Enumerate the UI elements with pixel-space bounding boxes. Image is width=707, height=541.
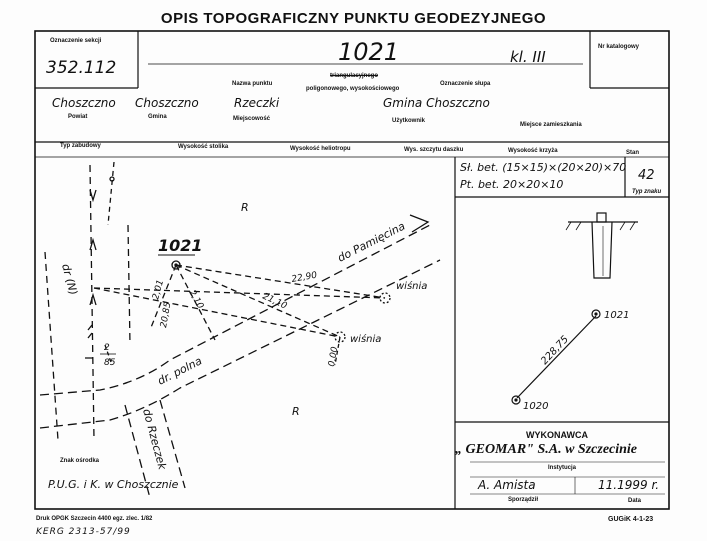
tree-label-1: wiśnia	[396, 280, 427, 292]
gmina-label: Gmina	[148, 114, 167, 120]
sekcja-value: 352.112	[46, 58, 117, 78]
sporzadzil-label: Sporządził	[508, 497, 539, 503]
diagram-point-b: 1020	[523, 401, 548, 412]
page-title: OPIS TOPOGRAFICZNY PUNKTU GEODEZYJNEGO	[160, 10, 547, 27]
uzytkownik-value: Gmina Choszczno	[383, 96, 490, 110]
typ-znaku-label: Typ znaku	[632, 189, 662, 195]
pt-bet-value: Pt. bet. 20×20×10	[460, 178, 564, 191]
miejscowosc-value: Rzeczki	[234, 96, 280, 110]
dist-label-3: 20,85	[159, 301, 173, 328]
stan-label: Stan	[626, 150, 640, 156]
wys-szczytu-label: Wys. szczytu daszku	[404, 147, 464, 153]
typ-znaku-value: 42	[638, 168, 655, 183]
road-label-polna: dr. polna	[155, 354, 204, 387]
druk-note: Druk OPGK Szczecin 4400 egz. zlec. 1/82	[36, 516, 153, 522]
powiat-value: Choszczno	[52, 96, 116, 110]
znak-osrodka-value: P.U.G. i K. w Choszcznie	[48, 478, 179, 491]
wys-stolika-label: Wysokość stolika	[178, 144, 229, 150]
dist-label-2: 2,10	[186, 289, 205, 312]
map-point-label: 1021	[158, 236, 203, 255]
instytucja-label: Instytucja	[548, 465, 577, 471]
wys-krzyza-label: Wysokość krzyża	[508, 148, 558, 154]
katalog-label: Nr katalogowy	[598, 44, 640, 50]
sekcja-label: Oznaczenie sekcji	[50, 38, 102, 44]
wys-heliotropu-label: Wysokość heliotropu	[290, 146, 351, 152]
firma-name: „ GEOMAR" S.A. w Szczecinie	[455, 442, 638, 457]
dist-label-6: 0,00	[327, 346, 340, 368]
road-label-n: dr (N)	[59, 262, 80, 296]
area-label-r1: R	[241, 201, 249, 214]
area-label-r2: R	[292, 405, 300, 418]
powiat-label: Powiat	[68, 114, 88, 120]
kerg-number: KERG 2313-57/99	[36, 527, 131, 537]
sporzadzil-value: A. Amista	[478, 478, 536, 492]
nazwa-punktu-label: Nazwa punktu	[232, 81, 273, 87]
monument-diagram	[565, 212, 638, 279]
typ-zabudowy-label: Typ zabudowy	[60, 143, 101, 149]
uzytkownik-label: Użytkownik	[392, 118, 426, 124]
diagram-distance: 228,75	[539, 334, 571, 367]
znak-osrodka-label: Znak ośrodka	[60, 458, 100, 464]
dist-label-7b: 85	[104, 358, 116, 368]
gugik-code: GUGiK 4-1-23	[608, 516, 654, 523]
dist-label-1: 2,01	[151, 279, 166, 301]
triangulacyjnego-label: triangulacyjnego	[330, 73, 379, 79]
gmina-value: Choszczno	[135, 96, 199, 110]
diagram-point-a: 1021	[604, 310, 629, 321]
dist-label-7a: 2	[104, 343, 110, 353]
miejscowosc-label: Miejscowość	[233, 116, 271, 122]
poligonowego-label: poligonowego, wysokościowego	[306, 86, 400, 92]
klasa-value: kl. III	[510, 48, 546, 66]
miejsce-label: Miejsce zamieszkania	[520, 122, 582, 128]
tree-label-2: wiśnia	[350, 333, 381, 345]
map-sketch	[39, 161, 441, 499]
point-number: 1021	[338, 38, 400, 66]
data-label: Data	[628, 498, 642, 504]
sl-bet-value: Sł. bet. (15×15)×(20×20)×70	[460, 161, 627, 174]
dist-label-4: 22,90	[291, 271, 318, 285]
oznaczenie-slupa-label: Oznaczenie słupa	[440, 81, 491, 87]
data-value: 11.1999 r.	[598, 478, 660, 492]
wykonawca-label: WYKONAWCA	[526, 430, 588, 440]
